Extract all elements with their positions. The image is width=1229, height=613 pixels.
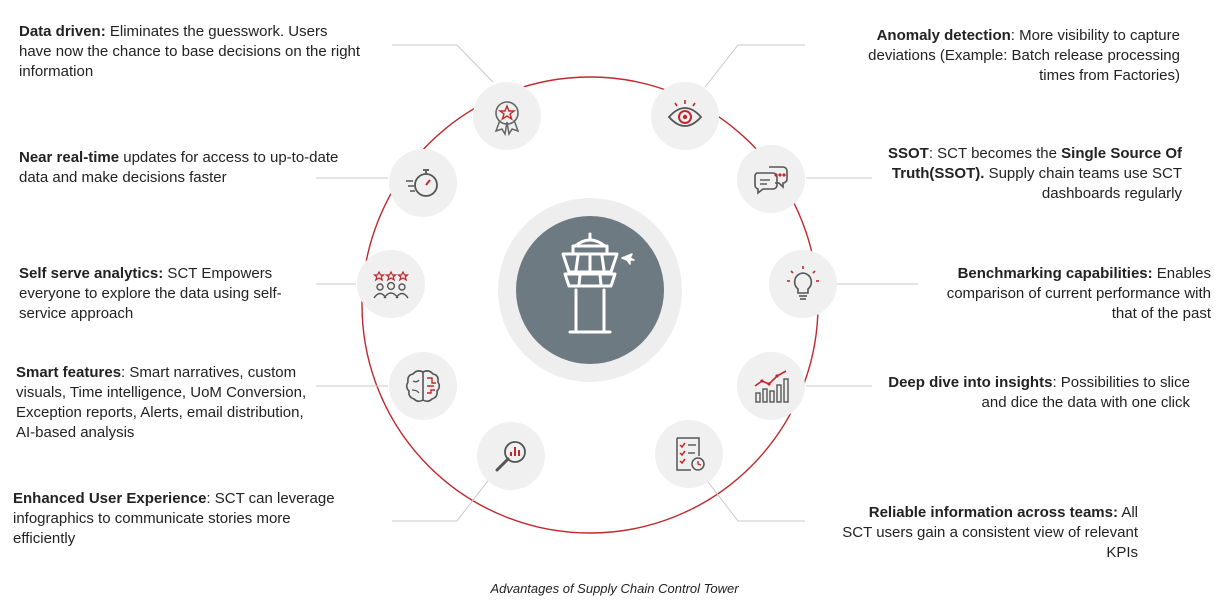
leader-data-driven xyxy=(392,44,494,83)
feature-text: : SCT becomes the xyxy=(928,145,1062,162)
feature-self-serve: Self serve analytics: SCT Empowers every… xyxy=(19,264,289,324)
feature-text: : Smart narratives, custom visuals, Time… xyxy=(16,364,307,441)
feature-title: Self serve analytics: xyxy=(19,265,164,282)
feature-title-secondary: Single Source Of Truth(SSOT). xyxy=(891,145,1182,182)
feature-title: Smart features xyxy=(16,364,122,381)
leader-lines xyxy=(316,44,918,522)
feature-title: Deep dive into insights xyxy=(888,374,1053,391)
hub-core xyxy=(516,216,664,364)
chat-bubbles-bubble xyxy=(737,145,805,213)
feature-text: All SCT users gain a consistent view of … xyxy=(842,504,1138,561)
feature-reliable-info: Reliable information across teams: All S… xyxy=(835,503,1138,563)
lightbulb-bubble xyxy=(769,250,837,318)
award-ribbon-bubble xyxy=(473,82,541,150)
brain-circuit-icon xyxy=(405,370,441,403)
checklist-icon xyxy=(676,437,705,471)
feature-smart-features: Smart features: Smart narratives, custom… xyxy=(16,363,312,443)
feature-text: : Possibilities to slice and dice the da… xyxy=(981,374,1190,411)
award-ribbon-icon xyxy=(494,101,520,136)
feature-data-driven: Data driven: Eliminates the guesswork. U… xyxy=(19,22,364,82)
feature-title: Anomaly detection xyxy=(876,27,1011,44)
leader-enhanced-ux xyxy=(392,477,491,522)
checklist-bubble xyxy=(655,420,723,488)
feature-deep-dive: Deep dive into insights: Possibilities t… xyxy=(880,373,1190,413)
figure-caption: Advantages of Supply Chain Control Tower xyxy=(490,581,739,596)
feature-text: : SCT can leverage infographics to commu… xyxy=(13,490,335,547)
chat-bubbles-icon xyxy=(754,166,788,195)
feature-title: Benchmarking capabilities: xyxy=(957,265,1153,282)
bar-trend-icon xyxy=(754,370,789,403)
feature-enhanced-ux: Enhanced User Experience: SCT can levera… xyxy=(13,489,353,549)
users-stars-icon xyxy=(372,270,410,299)
leader-anomaly xyxy=(704,44,805,88)
eye-icon xyxy=(667,100,703,127)
feature-title: Reliable information across teams: xyxy=(868,504,1118,521)
eye-bubble xyxy=(651,82,719,150)
feature-text: SCT Empowers everyone to explore the dat… xyxy=(19,265,282,322)
feature-text-secondary: Supply chain teams use SCT dashboards re… xyxy=(984,165,1182,202)
magnifier-chart-bubble xyxy=(477,422,545,490)
feature-text: Eliminates the guesswork. Users have now… xyxy=(19,23,361,80)
lightbulb-icon xyxy=(787,266,819,300)
magnifier-chart-icon xyxy=(495,441,526,472)
brain-circuit-bubble xyxy=(389,352,457,420)
feature-title: Near real-time xyxy=(19,149,120,166)
feature-ssot: SSOT: SCT becomes the Single Source Of T… xyxy=(870,144,1182,204)
stopwatch-icon xyxy=(406,169,438,197)
stopwatch-bubble xyxy=(389,149,457,217)
feature-text: : More visibility to capture deviations … xyxy=(868,27,1180,84)
feature-benchmarking: Benchmarking capabilities: Enables compa… xyxy=(918,264,1211,324)
leader-reliable-info xyxy=(704,477,805,522)
feature-title: SSOT xyxy=(888,145,929,162)
feature-title: Data driven: xyxy=(19,23,106,40)
feature-anomaly: Anomaly detection: More visibility to ca… xyxy=(830,26,1180,86)
feature-text: Enables comparison of current performanc… xyxy=(946,265,1211,322)
bar-trend-bubble xyxy=(737,352,805,420)
feature-title: Enhanced User Experience xyxy=(13,490,207,507)
feature-text: updates for access to up-to-date data an… xyxy=(19,149,339,186)
feature-near-real-time: Near real-time updates for access to up-… xyxy=(19,148,349,188)
users-stars-bubble xyxy=(357,250,425,318)
control-tower-icon xyxy=(561,232,635,334)
